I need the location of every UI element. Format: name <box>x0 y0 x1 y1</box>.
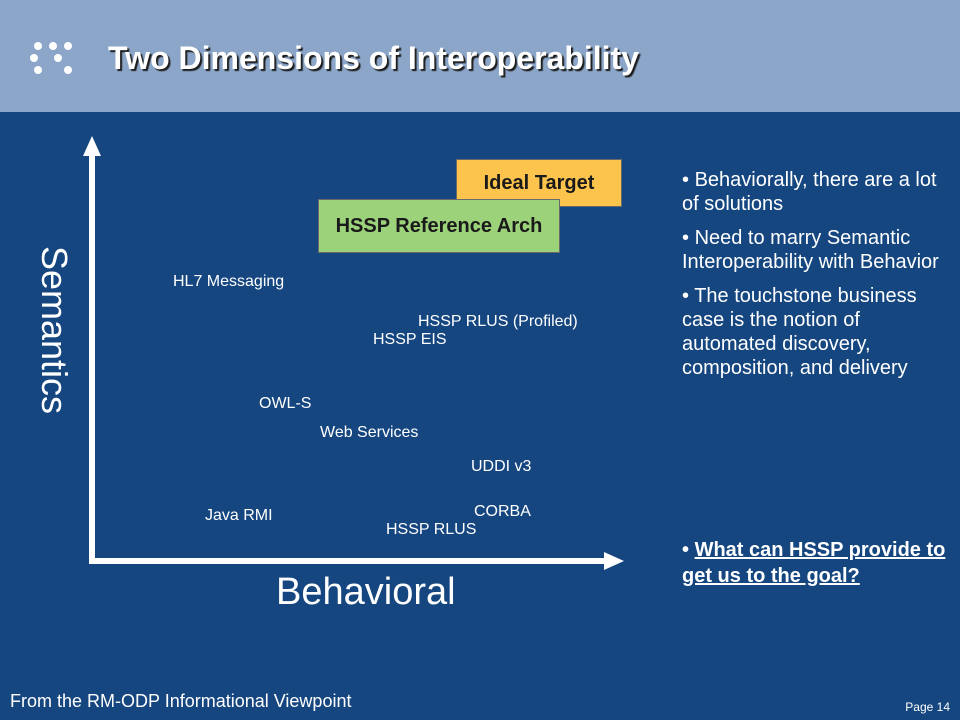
label-hssp-eis: HSSP EIS <box>373 331 447 348</box>
footer-source: From the RM-ODP Informational Viewpoint <box>10 691 352 711</box>
y-axis-label: Semantics <box>34 245 75 415</box>
header-bar: Two Dimensions of Interoperability <box>0 0 960 112</box>
bullet-list: • Behaviorally, there are a lot of solut… <box>682 168 954 390</box>
label-java-rmi: Java RMI <box>205 507 273 524</box>
page-title: Two Dimensions of Interoperability <box>108 40 640 76</box>
dots-logo-icon <box>30 40 82 74</box>
x-axis-arrow-icon <box>604 552 624 570</box>
label-web-services: Web Services <box>320 424 419 441</box>
label-hssp-rlus-profiled: HSSP RLUS (Profiled) <box>418 313 578 330</box>
goal-question: • What can HSSP provide to get us to the… <box>682 539 946 587</box>
bullet-item: • Need to marry Semantic Interoperabilit… <box>682 227 939 273</box>
label-corba: CORBA <box>474 503 531 520</box>
x-axis-label: Behavioral <box>276 571 456 613</box>
bullet-item: • The touchstone business case is the no… <box>682 285 917 379</box>
label-hl7-messaging: HL7 Messaging <box>173 273 285 290</box>
label-uddi-v3: UDDI v3 <box>471 458 532 475</box>
bullet-item: • Behaviorally, there are a lot of solut… <box>682 169 937 215</box>
y-axis-arrow-icon <box>83 136 101 156</box>
reference-arch-box: HSSP Reference Arch <box>318 199 560 253</box>
label-hssp-rlus: HSSP RLUS <box>386 521 477 538</box>
label-owl-s: OWL-S <box>259 395 312 412</box>
page-number: Page 14 <box>905 700 950 714</box>
